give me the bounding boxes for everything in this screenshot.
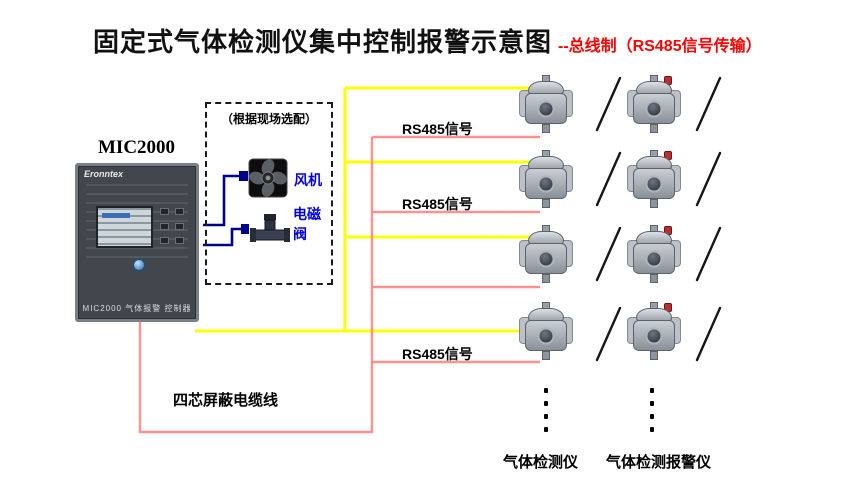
page-title: 固定式气体检测仪集中控制报警示意图 --总线制（RS485信号传输） — [93, 22, 762, 59]
fan-label: 风机 — [294, 172, 322, 188]
controller-brand: Eronntex — [84, 169, 124, 179]
optional-equipment-box: （根据现场选配） 风机 — [205, 102, 333, 285]
detector-sensor-stub — [650, 351, 658, 360]
fan-icon — [248, 158, 288, 198]
gas-detector — [518, 150, 574, 208]
detector-window — [537, 327, 555, 344]
detector-sensor-stub — [542, 199, 550, 208]
detector-window — [537, 250, 555, 267]
detector-body — [633, 93, 675, 124]
gas-detector-alarm — [626, 75, 682, 133]
gas-detector-alarm — [626, 225, 682, 283]
slash-marks — [595, 76, 722, 362]
pink-bus-wire — [138, 135, 540, 434]
detector-column-label: 气体检测仪 — [503, 454, 579, 471]
alarm-column-label: 气体检测报警仪 — [606, 454, 712, 471]
gas-detector — [518, 225, 574, 283]
detector-body — [525, 243, 567, 274]
detector-window — [645, 327, 663, 344]
detector-body — [633, 168, 675, 199]
detector-sensor-stub — [542, 124, 550, 133]
valve-label: 电磁阀 — [293, 206, 321, 242]
title-main: 固定式气体检测仪集中控制报警示意图 — [93, 27, 553, 57]
gas-detector-alarm — [626, 150, 682, 208]
detector-body — [633, 243, 675, 274]
optional-box-caption: （根据现场选配） — [220, 112, 317, 126]
detector-window — [537, 175, 555, 192]
title-suffix: --总线制（RS485信号传输） — [558, 38, 762, 55]
gas-detector — [518, 75, 574, 133]
gas-detector — [518, 302, 574, 360]
detector-sensor-stub — [650, 199, 658, 208]
detector-window — [645, 250, 663, 267]
navy-control-wires — [203, 171, 249, 247]
detector-body — [633, 320, 675, 351]
controller-buttons — [160, 208, 186, 248]
detector-body — [525, 320, 567, 351]
cable-label: 四芯屏蔽电缆线 — [173, 392, 279, 409]
controller-logo-icon — [133, 259, 145, 271]
rs485-label-2: RS485信号 — [402, 196, 473, 212]
rs485-label-3: RS485信号 — [402, 346, 473, 362]
detector-sensor-stub — [650, 274, 658, 283]
detector-window — [645, 100, 663, 117]
yellow-bus-wire — [195, 86, 540, 333]
detector-window — [537, 100, 555, 117]
ellipsis-dots — [544, 388, 548, 432]
controller-caption: MIC2000 气体报警 控制器 — [82, 304, 192, 313]
rs485-label-1: RS485信号 — [402, 121, 473, 137]
controller-screen — [96, 206, 153, 248]
solenoid-valve-icon — [250, 214, 290, 248]
detector-sensor-stub — [650, 124, 658, 133]
detector-window — [645, 175, 663, 192]
detector-sensor-stub — [542, 274, 550, 283]
controller-panel: Eronntex MIC2000 气体报警 控制器 — [75, 163, 199, 322]
detector-sensor-stub — [542, 351, 550, 360]
ellipsis-dots — [650, 388, 654, 432]
controller-model-label: MIC2000 — [98, 137, 176, 158]
detector-body — [525, 168, 567, 199]
detector-body — [525, 93, 567, 124]
gas-detector-alarm — [626, 302, 682, 360]
